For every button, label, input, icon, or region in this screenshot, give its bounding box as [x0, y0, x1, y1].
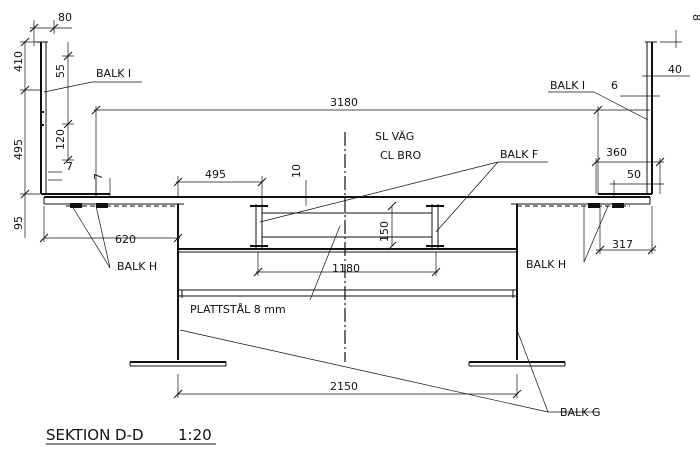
cross-beam — [178, 204, 517, 253]
dim-40: 40 — [668, 63, 682, 76]
dim-360: 360 — [606, 146, 627, 159]
title-text: SEKTION D-D — [46, 426, 144, 444]
dim-10: 10 — [290, 164, 303, 178]
left-edge-beam — [36, 41, 110, 195]
dim-55: 55 — [54, 64, 67, 78]
label-balk-h-right: BALK H — [526, 258, 566, 271]
drawing-title: SEKTION D-D 1:20 — [46, 426, 216, 445]
dim-7a: 7 — [66, 160, 73, 173]
leader-lines — [43, 81, 649, 413]
dim-317: 317 — [612, 238, 633, 251]
dim-3180: 3180 — [330, 96, 358, 109]
dim-80: 80 — [58, 11, 72, 24]
dim-50: 50 — [627, 168, 641, 181]
right-main-girder — [468, 203, 566, 367]
dim-410: 410 — [12, 51, 25, 72]
dim-95: 95 — [12, 216, 25, 230]
label-balk-i-left: BALK I — [96, 67, 131, 80]
dim-8: 8 — [690, 14, 700, 21]
dim-620: 620 — [115, 233, 136, 246]
dim-7b: 7 — [92, 173, 105, 180]
title-scale: 1:20 — [178, 426, 212, 444]
dim-150: 150 — [378, 221, 391, 242]
plate-steel — [178, 289, 517, 298]
centerline-label-1: SL VÄG — [375, 130, 414, 143]
dimension-lines — [20, 20, 690, 399]
dim-1180: 1180 — [332, 262, 360, 275]
dim-495-left: 495 — [12, 139, 25, 160]
label-balk-h-left: BALK H — [117, 260, 157, 273]
deck-plate — [43, 196, 651, 208]
left-main-girder — [129, 203, 227, 367]
label-balk-f: BALK F — [500, 148, 538, 161]
label-balk-g: BALK G — [560, 406, 600, 419]
centerline-label-2: CL BRO — [380, 149, 421, 162]
label-plattstal: PLATTSTÅL 8 mm — [190, 303, 286, 316]
dim-120: 120 — [54, 129, 67, 150]
dim-6: 6 — [611, 79, 618, 92]
label-balk-i-right: BALK I — [550, 79, 585, 92]
dim-495-beam: 495 — [205, 168, 226, 181]
dim-2150: 2150 — [330, 380, 358, 393]
